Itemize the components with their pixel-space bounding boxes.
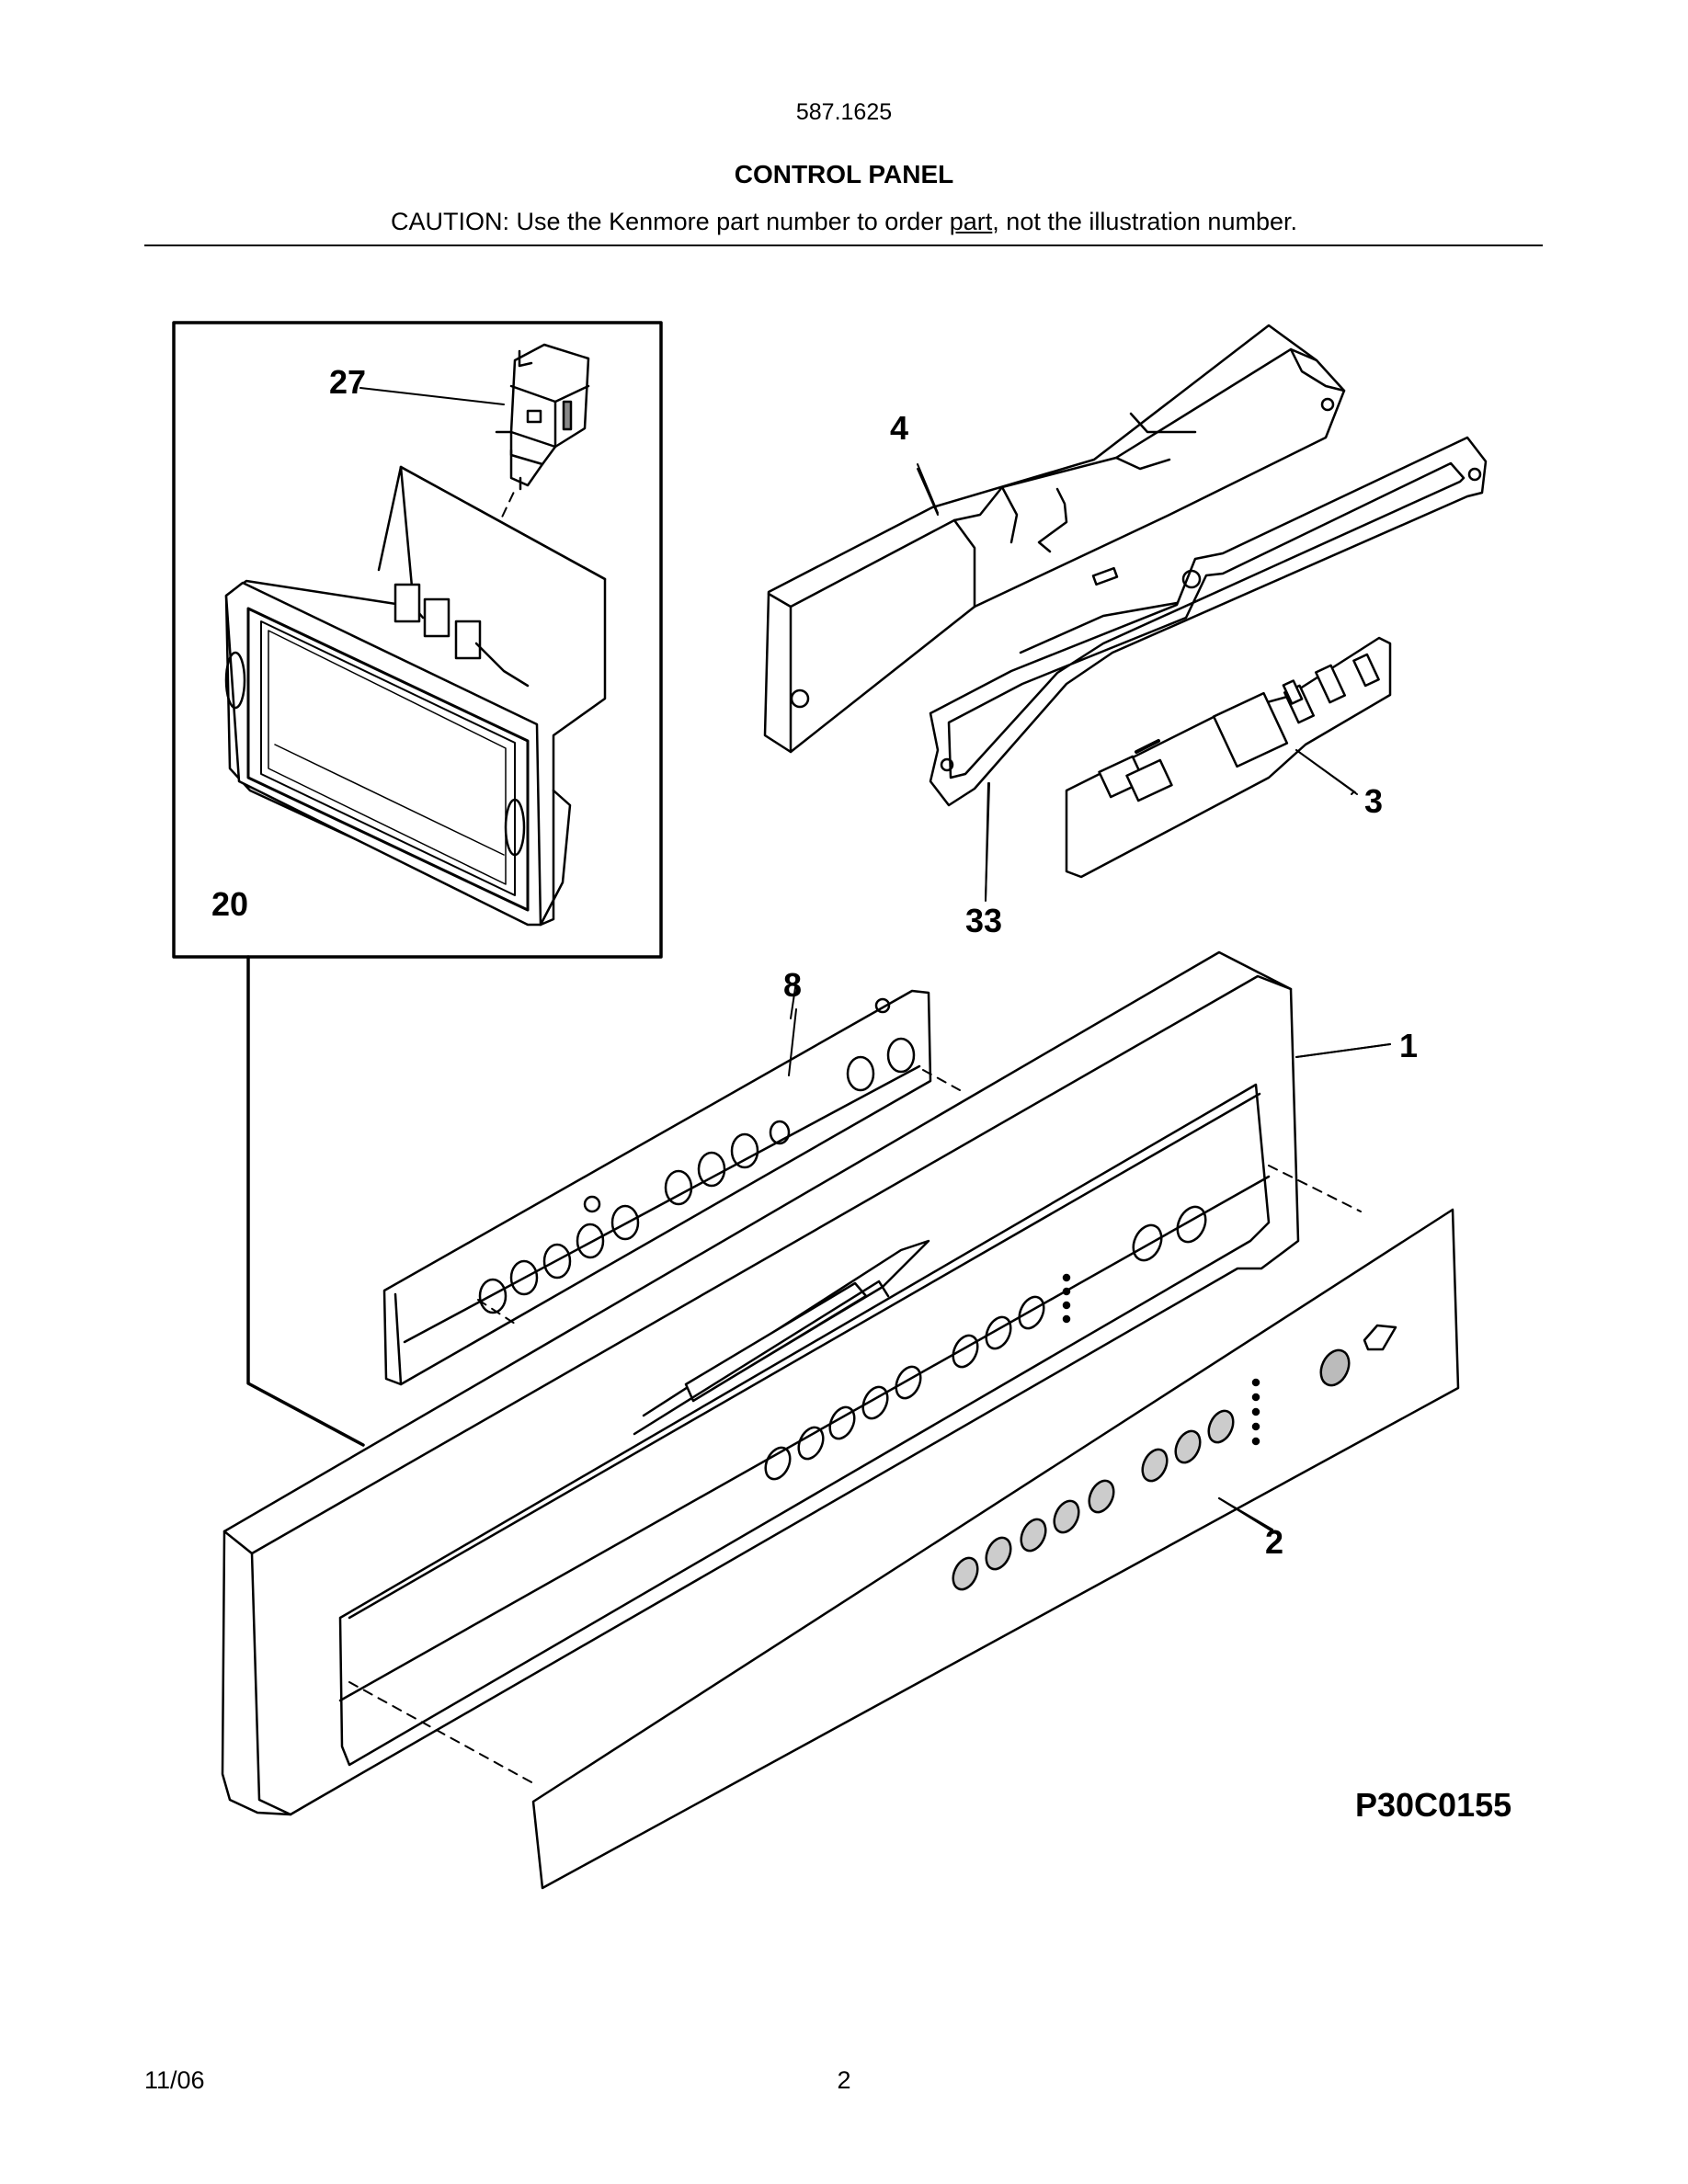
part-2-overlay: [531, 1208, 1460, 1890]
caution-text: CAUTION: Use the Kenmore part number to …: [0, 208, 1688, 236]
callout-1: 1: [1399, 1027, 1418, 1064]
page-title: CONTROL PANEL: [734, 160, 954, 188]
leader-lines: [359, 387, 1391, 1530]
callout-27: 27: [329, 363, 366, 401]
page-number: 2: [837, 2066, 851, 2094]
callout-20: 20: [211, 885, 248, 923]
part-3-control-board: [1065, 636, 1392, 879]
part-8-button-carrier: [382, 981, 961, 1386]
caution-text-end: , not the illustration number.: [992, 208, 1297, 235]
caution-text-start: CAUTION: Use the Kenmore part number to …: [391, 208, 950, 235]
callout-2: 2: [1265, 1523, 1283, 1561]
callout-33: 33: [965, 902, 1002, 939]
part-1-control-panel: [221, 950, 1391, 1816]
caution-underlined-word: part: [949, 208, 993, 235]
header-rule: [144, 245, 1543, 246]
callout-8: 8: [783, 966, 802, 1004]
callout-4: 4: [890, 409, 908, 447]
part-27-switch: [466, 343, 590, 592]
model-number: 587.1625: [795, 99, 893, 125]
drawing-code: P30C0155: [1355, 1786, 1511, 1824]
footer-date: 11/06: [144, 2066, 205, 2094]
part-20-dispenser: [224, 465, 607, 927]
part-4-channel: [763, 324, 1346, 754]
inset-frame: [172, 321, 663, 1447]
callout-3: 3: [1364, 782, 1383, 820]
